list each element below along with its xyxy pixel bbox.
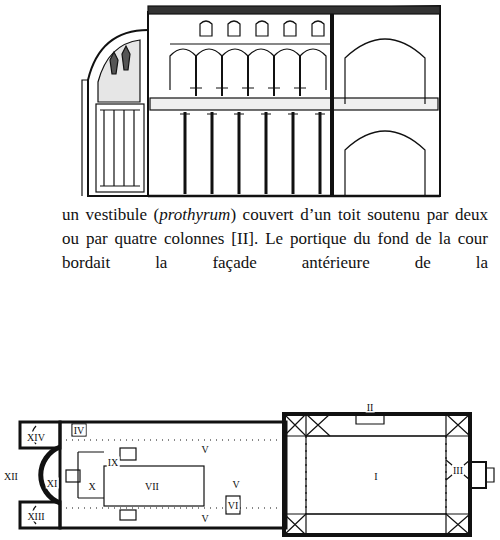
callout-number: XI — [46, 478, 59, 489]
callout-number: VI — [227, 500, 240, 511]
body-text: un vestibule ( — [62, 205, 159, 224]
callout-number: VII — [144, 481, 160, 492]
body-text: un vestibule (prothyrum) couvert d’un to… — [62, 203, 488, 275]
callout-number: XII — [3, 471, 19, 482]
callout-number: IX — [107, 457, 120, 468]
callout-number: I — [373, 471, 378, 482]
callout-number: X — [87, 481, 96, 492]
basilica-section — [0, 0, 500, 200]
callout-number: V — [231, 479, 240, 490]
callout-number: V — [200, 513, 209, 524]
callout-number: XIII — [26, 511, 45, 522]
callout-number: II — [366, 402, 375, 413]
callout-number: III — [452, 465, 464, 476]
callout-number: V — [200, 444, 209, 455]
body-text: prothyrum — [159, 205, 230, 224]
callout-number: XIV — [26, 432, 46, 443]
callout-number: IV — [73, 425, 86, 436]
